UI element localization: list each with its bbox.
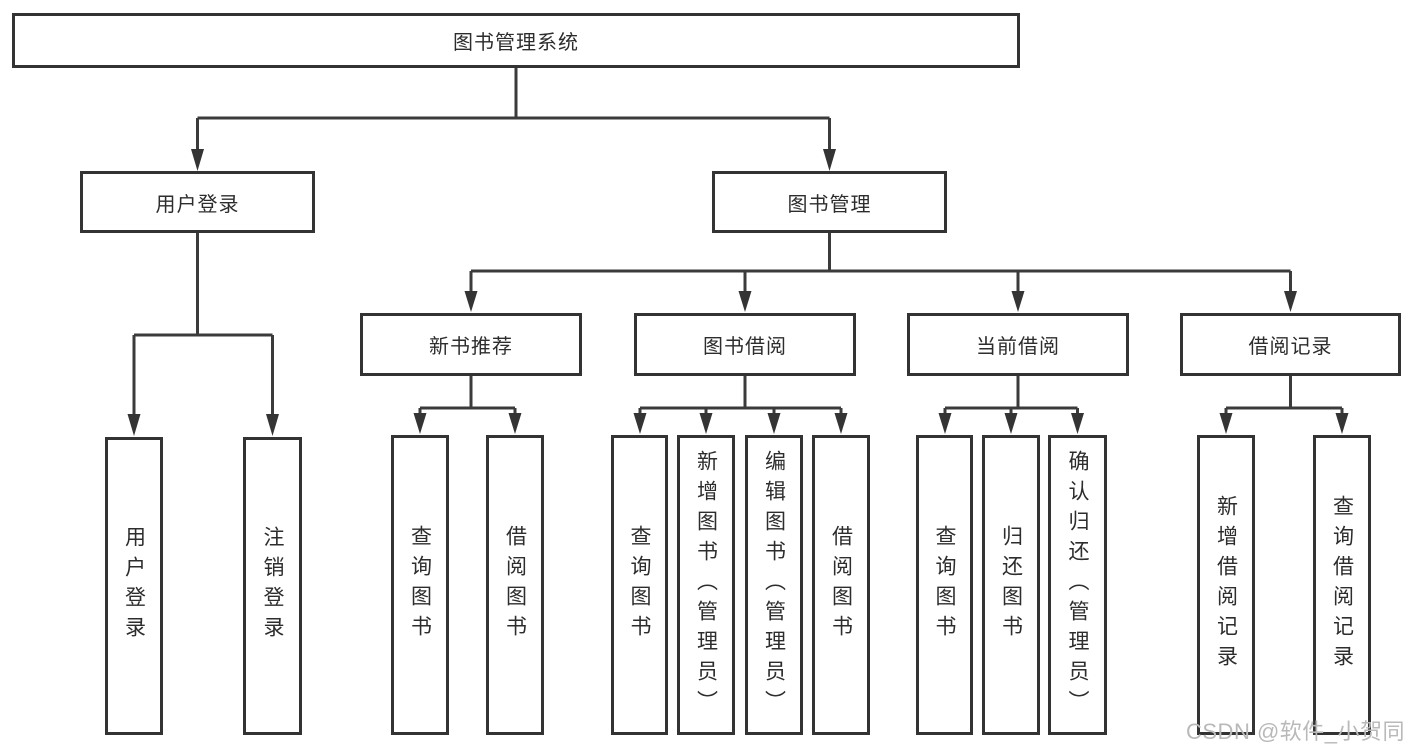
leaf-query-books-current-label: 查询图书 — [933, 525, 956, 645]
leaf-add-borrow-record-label: 新增借阅记录 — [1214, 495, 1238, 675]
leaf-query-borrow-record: 查询借阅记录 — [1313, 435, 1371, 735]
node-book-management-label: 图书管理 — [787, 193, 872, 216]
leaf-return-books: 归还图书 — [982, 435, 1040, 735]
node-new-book-recommend: 新书推荐 — [360, 313, 582, 376]
node-user-login-label: 用户登录 — [155, 193, 240, 216]
leaf-borrow-books-recommend: 借阅图书 — [486, 435, 544, 735]
leaf-query-borrow-record-label: 查询借阅记录 — [1330, 495, 1354, 675]
node-book-borrow: 图书借阅 — [634, 313, 856, 376]
leaf-user-login-label: 用户登录 — [122, 526, 146, 646]
csdn-watermark: CSDN @软件_小贺同学 — [1186, 719, 1405, 744]
node-book-management: 图书管理 — [712, 171, 947, 233]
leaf-query-books-borrow: 查询图书 — [611, 435, 668, 735]
leaf-add-book-admin: 新增图书（管理员） — [677, 435, 735, 735]
leaf-edit-book-admin-label: 编辑图书（管理员） — [762, 450, 786, 720]
leaf-query-books-current: 查询图书 — [916, 435, 973, 735]
node-borrow-records: 借阅记录 — [1180, 313, 1401, 376]
node-root: 图书管理系统 — [12, 13, 1020, 68]
node-current-borrow: 当前借阅 — [907, 313, 1129, 376]
node-new-book-recommend-label: 新书推荐 — [429, 336, 513, 358]
leaf-logout: 注销登录 — [243, 437, 302, 735]
leaf-add-book-admin-label: 新增图书（管理员） — [694, 450, 718, 720]
node-borrow-records-label: 借阅记录 — [1248, 336, 1333, 358]
leaf-user-login: 用户登录 — [105, 437, 163, 735]
leaf-borrow-books-label: 借阅图书 — [829, 525, 853, 645]
leaf-query-books-recommend-label: 查询图书 — [408, 525, 432, 645]
arrowheads — [127, 149, 1349, 436]
leaf-borrow-books-recommend-label: 借阅图书 — [503, 525, 527, 645]
leaf-edit-book-admin: 编辑图书（管理员） — [745, 435, 803, 735]
leaf-query-books-recommend: 查询图书 — [391, 435, 449, 735]
leaf-confirm-return-admin: 确认归还（管理员） — [1048, 435, 1107, 735]
node-current-borrow-label: 当前借阅 — [976, 336, 1060, 358]
leaf-query-books-borrow-label: 查询图书 — [628, 525, 651, 645]
leaf-logout-label: 注销登录 — [261, 526, 284, 646]
leaf-confirm-return-admin-label: 确认归还（管理员） — [1066, 450, 1089, 720]
leaf-add-borrow-record: 新增借阅记录 — [1197, 435, 1255, 735]
connector-paths — [132, 68, 1344, 417]
leaf-return-books-label: 归还图书 — [999, 525, 1023, 645]
leaf-borrow-books: 借阅图书 — [812, 435, 870, 735]
node-root-label: 图书管理系统 — [453, 32, 579, 54]
node-user-login: 用户登录 — [80, 171, 315, 233]
node-book-borrow-label: 图书借阅 — [703, 336, 787, 358]
